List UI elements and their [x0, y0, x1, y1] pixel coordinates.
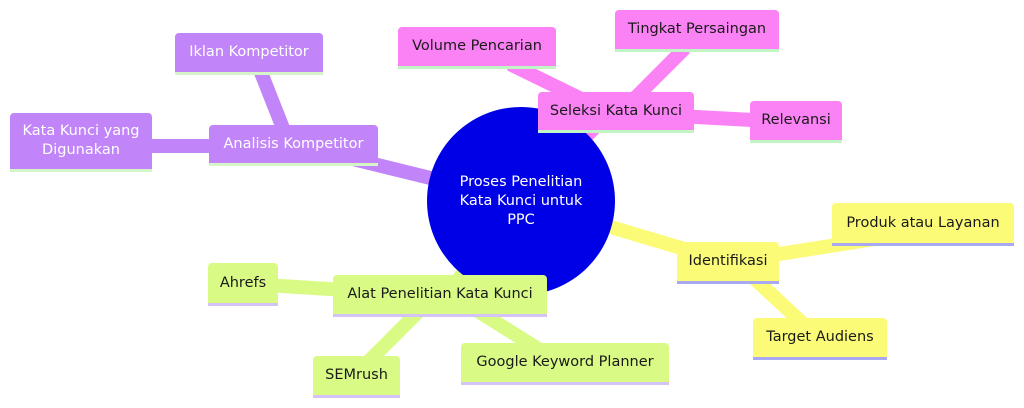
node-label: Ahrefs [219, 274, 267, 291]
node-label: Produk atau Layanan [846, 214, 1000, 231]
root-label: Proses Penelitian Kata Kunci untuk PPC [459, 173, 583, 228]
node-relevansi[interactable]: Relevansi [750, 101, 842, 143]
node-label: Alat Penelitian Kata Kunci [347, 286, 533, 302]
node-label: SEMrush [325, 367, 388, 383]
node-identifikasi[interactable]: Identifikasi [677, 242, 779, 284]
node-ahrefs[interactable]: Ahrefs [208, 263, 278, 306]
node-tingkat-persaingan[interactable]: Tingkat Persaingan [615, 10, 779, 52]
root-node[interactable]: Proses Penelitian Kata Kunci untuk PPC [427, 107, 615, 295]
node-label: Seleksi Kata Kunci [549, 102, 683, 119]
node-label: Google Keyword Planner [476, 354, 654, 370]
node-label: Kata Kunci yang Digunakan [22, 123, 140, 158]
node-volume-pencarian[interactable]: Volume Pencarian [398, 27, 556, 69]
node-label: Tingkat Persaingan [627, 21, 767, 37]
node-label: Iklan Kompetitor [189, 44, 309, 60]
node-iklan-kompetitor[interactable]: Iklan Kompetitor [175, 33, 323, 75]
node-google-keyword-planner[interactable]: Google Keyword Planner [461, 343, 669, 385]
node-kata-kunci-digunakan[interactable]: Kata Kunci yang Digunakan [10, 113, 152, 172]
node-label: Analisis Kompetitor [223, 135, 364, 152]
node-target-audiens[interactable]: Target Audiens [753, 318, 887, 360]
node-seleksi-kata-kunci[interactable]: Seleksi Kata Kunci [538, 92, 694, 133]
node-label: Identifikasi [688, 253, 768, 269]
node-alat-penelitian[interactable]: Alat Penelitian Kata Kunci [333, 275, 547, 317]
node-analisis-kompetitor[interactable]: Analisis Kompetitor [209, 125, 378, 166]
node-semrush[interactable]: SEMrush [313, 356, 400, 398]
node-label: Volume Pencarian [412, 38, 542, 54]
node-label: Target Audiens [766, 329, 874, 345]
node-produk-layanan[interactable]: Produk atau Layanan [832, 203, 1014, 246]
node-label: Relevansi [761, 112, 831, 128]
